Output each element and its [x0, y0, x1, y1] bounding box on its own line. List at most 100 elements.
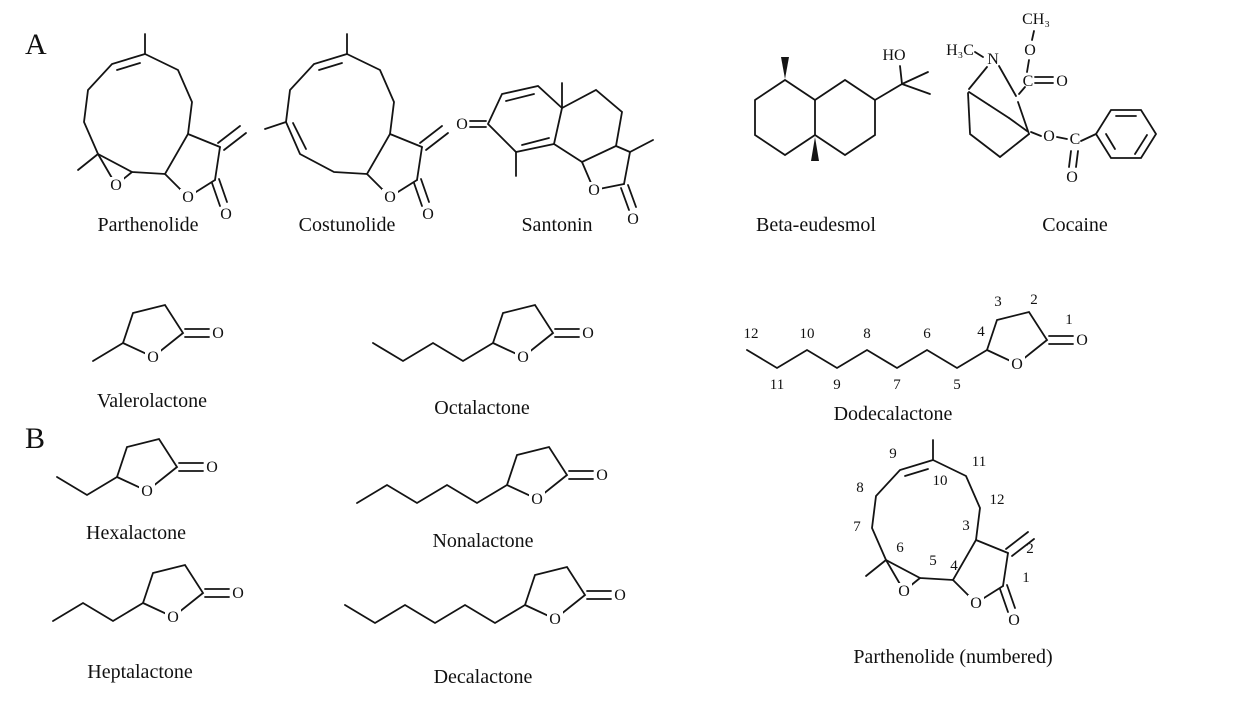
label-mask	[145, 349, 161, 365]
nonalactone-structure: O O	[356, 445, 608, 508]
carbonyl-oxygen-label: O	[220, 206, 232, 223]
bonds	[469, 82, 654, 211]
epoxide-oxygen-label: O	[898, 583, 910, 600]
lactone-oxygen-label: O	[141, 483, 153, 500]
molecule-beta-eudesmol: HO	[730, 30, 960, 185]
molecule-valerolactone: O O	[88, 300, 238, 385]
cocaine-structure: H₃C N C O O CH₃ O C O	[946, 11, 1158, 186]
lactone-oxygen-label: O	[147, 349, 159, 366]
molecule-decalactone: O O	[340, 562, 640, 647]
molecule-hexalactone: O O	[52, 434, 232, 519]
ketone-oxygen-label: O	[456, 116, 468, 133]
ester-carbon-label: C	[1023, 73, 1034, 90]
o-methyl-label: CH₃	[1022, 11, 1050, 28]
ester-carbonyl-oxygen-label: O	[1056, 73, 1068, 90]
label-mask	[896, 583, 912, 599]
carbon-number-label: 2	[1030, 292, 1038, 308]
lactone-oxygen-label: O	[531, 491, 543, 508]
carbon-number-label: 12	[744, 326, 759, 342]
molecule-parthenolide: O O O	[50, 22, 255, 232]
carbon-number-label: 6	[896, 540, 904, 556]
carbonyl-oxygen-label: O	[582, 325, 594, 342]
carbonyl-oxygen-label: O	[627, 211, 639, 228]
carbon-number-label: 9	[833, 377, 841, 393]
lactone-oxygen-label: O	[517, 349, 529, 366]
lactone-oxygen-label: O	[384, 189, 396, 206]
label-mask	[165, 609, 181, 625]
carbon-number-label: 6	[923, 326, 931, 342]
bonds	[754, 65, 931, 157]
carbon-number-label: 11	[770, 377, 784, 393]
molecule-name-beta-eudesmol: Beta-eudesmol	[756, 214, 876, 236]
molecule-name-dodecalactone: Dodecalactone	[833, 403, 953, 425]
molecule-heptalactone: O O	[48, 560, 258, 645]
molecule-name-parthenolide: Parthenolide	[97, 214, 199, 236]
bonds	[52, 563, 230, 623]
lactone-oxygen-label: O	[182, 189, 194, 206]
hexalactone-structure: O O	[56, 437, 218, 500]
lactone-oxygen-label: O	[588, 182, 600, 199]
carbon-number-label: 1	[1022, 570, 1030, 586]
molecule-name-costunolide: Costunolide	[298, 214, 396, 236]
label-mask	[1009, 356, 1025, 372]
heptalactone-structure: O O	[52, 563, 244, 626]
molecule-santonin: O O O	[450, 28, 665, 233]
molecule-name-cocaine: Cocaine	[1042, 214, 1108, 236]
carbon-number-label: 10	[933, 473, 948, 489]
carbon-number-label: 7	[853, 519, 861, 535]
carbonyl-oxygen-label: O	[206, 459, 218, 476]
molecule-name-valerolactone: Valerolactone	[97, 390, 207, 412]
hydroxyl-label: HO	[882, 47, 905, 64]
carbon-number-label: 3	[962, 518, 970, 534]
carbon-number-label: 5	[929, 553, 937, 569]
ester-oxygen-label: O	[1024, 42, 1036, 59]
molecule-cocaine: H₃C N C O O CH₃ O C O	[930, 6, 1185, 211]
molecule-costunolide: O O	[252, 22, 457, 232]
parthenolide-numbered-structure: O O O 1 2 3 4 5 6 7 8 9 10 11 12	[853, 439, 1035, 629]
carbon-number-label: 11	[972, 454, 986, 470]
costunolide-structure: O O	[264, 33, 449, 223]
molecule-name-nonalactone: Nonalactone	[432, 530, 534, 552]
benzoate-carbonyl-oxygen-label: O	[1066, 169, 1078, 186]
carbonyl-oxygen-label: O	[232, 585, 244, 602]
lactone-oxygen-label: O	[970, 595, 982, 612]
octalactone-structure: O O	[372, 303, 594, 366]
carbon-numbers: 12 11 10 9 8 7 6 5 4 3 2 1	[744, 292, 1073, 393]
carbon-number-label: 12	[990, 492, 1005, 508]
label-mask	[547, 611, 563, 627]
carbonyl-oxygen-label: O	[1076, 332, 1088, 349]
molecule-octalactone: O O	[368, 300, 608, 385]
carbon-number-label: 9	[889, 446, 897, 462]
molecule-name-heptalactone: Heptalactone	[87, 661, 193, 683]
parthenolide-structure: O O O	[77, 33, 247, 223]
bonds	[356, 445, 594, 505]
epoxide-oxygen-label: O	[110, 177, 122, 194]
nitrogen-label: N	[987, 51, 999, 68]
bonds	[264, 33, 449, 207]
label-mask	[515, 349, 531, 365]
benzoate-oxygen-label: O	[1043, 128, 1055, 145]
carbon-number-label: 8	[863, 326, 871, 342]
panel-label-b: B	[25, 422, 46, 455]
molecule-parthenolide-numbered: O O O 1 2 3 4 5 6 7 8 9 10 11 12	[838, 428, 1043, 638]
label-mask	[968, 595, 984, 611]
bonds	[372, 303, 580, 363]
bonds	[56, 437, 204, 497]
panel-label-a: A	[25, 28, 47, 61]
carbon-number-label: 2	[1026, 541, 1034, 557]
carbonyl-oxygen-label: O	[596, 467, 608, 484]
methyl-wedge-bond	[781, 57, 789, 79]
carbonyl-oxygen-label: O	[1008, 612, 1020, 629]
lactone-oxygen-label: O	[1011, 356, 1023, 373]
label-mask	[382, 189, 398, 205]
beta-eudesmol-structure: HO	[754, 47, 931, 161]
carbon-number-label: 1	[1065, 312, 1073, 328]
bonds	[344, 565, 612, 625]
lactone-oxygen-label: O	[549, 611, 561, 628]
valerolactone-structure: O O	[92, 303, 224, 366]
lactone-oxygen-label: O	[167, 609, 179, 626]
carbonyl-oxygen-label: O	[614, 587, 626, 604]
n-methyl-label: H₃C	[946, 42, 974, 59]
carbon-number-label: 7	[893, 377, 901, 393]
bonds	[77, 33, 247, 207]
